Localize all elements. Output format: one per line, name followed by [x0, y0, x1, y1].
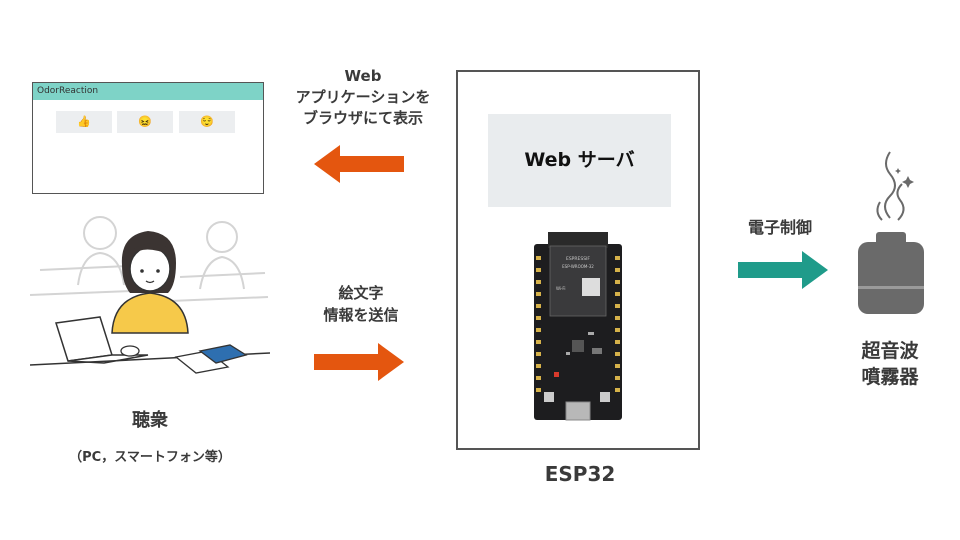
board-model-text: ESP-WROOM-32: [562, 264, 594, 269]
arrow-right-to-esp32: [314, 343, 404, 381]
browser-label-line1: Web: [344, 67, 382, 85]
board-wifi-text: Wi-Fi: [556, 286, 566, 291]
web-app-title-bar: OdorReaction: [33, 83, 263, 100]
emoji-send-label: 絵文字 情報を送信: [286, 282, 436, 326]
board-brand-text: ESPRESSIF: [566, 256, 590, 262]
reaction-button-confounded[interactable]: 😖: [117, 111, 173, 133]
arrow-right-to-humidifier: [738, 251, 828, 289]
audience-illustration: [30, 216, 270, 374]
browser-label-line3: ブラウザにて表示: [302, 109, 423, 127]
web-server-block: Web サーバ: [488, 114, 671, 207]
emoji-label-line1: 絵文字: [338, 284, 384, 302]
ultrasonic-humidifier-illustration: [858, 151, 924, 314]
browser-display-label: Web アプリケーションを ブラウザにて表示: [268, 66, 458, 129]
arrow-left-to-browser: [314, 145, 404, 183]
esp32-board-illustration: ESPRESSIF ESP-WROOM-32 Wi-Fi: [534, 232, 622, 421]
audience-label: 聴衆: [132, 410, 168, 431]
audience-devices-label: （PC，スマートフォン等）: [69, 450, 231, 465]
web-app-window: OdorReaction 👍 😖 😌: [32, 82, 264, 194]
humidifier-label-line2: 噴霧器: [861, 366, 919, 388]
electronic-control-label: 電子制御: [747, 218, 812, 237]
esp32-label: ESP32: [544, 462, 616, 486]
humidifier-label-line1: 超音波: [861, 340, 919, 362]
reaction-button-thumbs-up[interactable]: 👍: [56, 111, 112, 133]
reaction-button-relieved[interactable]: 😌: [179, 111, 235, 133]
humidifier-label: 超音波 噴霧器: [835, 338, 945, 390]
emoji-label-line2: 情報を送信: [323, 306, 399, 324]
browser-label-line2: アプリケーションを: [295, 88, 431, 106]
